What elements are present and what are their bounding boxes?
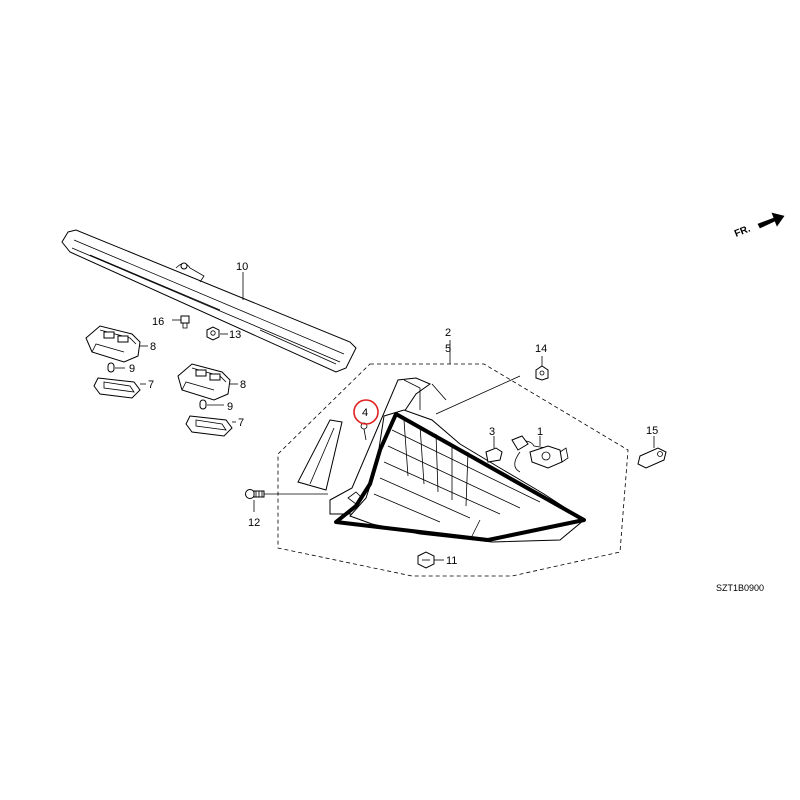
bolt-12-part [245, 489, 265, 499]
lens-7-upper-part [93, 377, 141, 399]
part-15 [637, 447, 667, 469]
assembly-boundary [277, 363, 629, 577]
bulb-9-lower-part [199, 399, 207, 410]
callout-2: 2 [445, 327, 451, 339]
callout-5: 5 [445, 343, 451, 355]
callout-15: 15 [646, 425, 658, 437]
socket-8-upper-part [85, 325, 141, 363]
callout-11: 11 [446, 555, 457, 567]
callout-1: 1 [537, 426, 543, 438]
clip-16-part [180, 315, 190, 329]
callout-3: 3 [489, 426, 495, 438]
nut-14-part [535, 365, 549, 381]
grommet-11-part [417, 551, 435, 569]
socket-harness-1-part [511, 435, 569, 473]
callout-4: 4 [362, 407, 368, 419]
callout-16: 16 [152, 316, 164, 328]
callout-12: 12 [248, 517, 260, 529]
tail-light-assembly-part [329, 377, 586, 543]
callout-9a: 9 [129, 363, 135, 375]
front-direction-indicator: FR. [733, 212, 785, 240]
callout-13: 13 [229, 329, 241, 341]
callout-14: 14 [535, 343, 547, 355]
lens-7-lower-part [185, 415, 233, 437]
callout-4-highlight [353, 399, 379, 425]
nut-13-part [206, 326, 220, 341]
bulb-3-part [485, 447, 503, 463]
drawing-code: SZT1B0900 [716, 583, 764, 593]
callout-8a: 8 [150, 341, 156, 353]
callout-7a: 7 [148, 379, 154, 391]
front-arrow-icon [757, 212, 785, 229]
front-label: FR. [733, 223, 752, 239]
callout-9b: 9 [227, 401, 233, 413]
callout-8b: 8 [240, 379, 246, 391]
bulb-9-upper-part [107, 362, 115, 373]
callout-10: 10 [236, 261, 248, 273]
socket-8-lower-part [177, 363, 231, 401]
garnish-strip-part [61, 229, 357, 373]
callout-7b: 7 [238, 417, 244, 429]
gasket-4-part [297, 419, 343, 491]
